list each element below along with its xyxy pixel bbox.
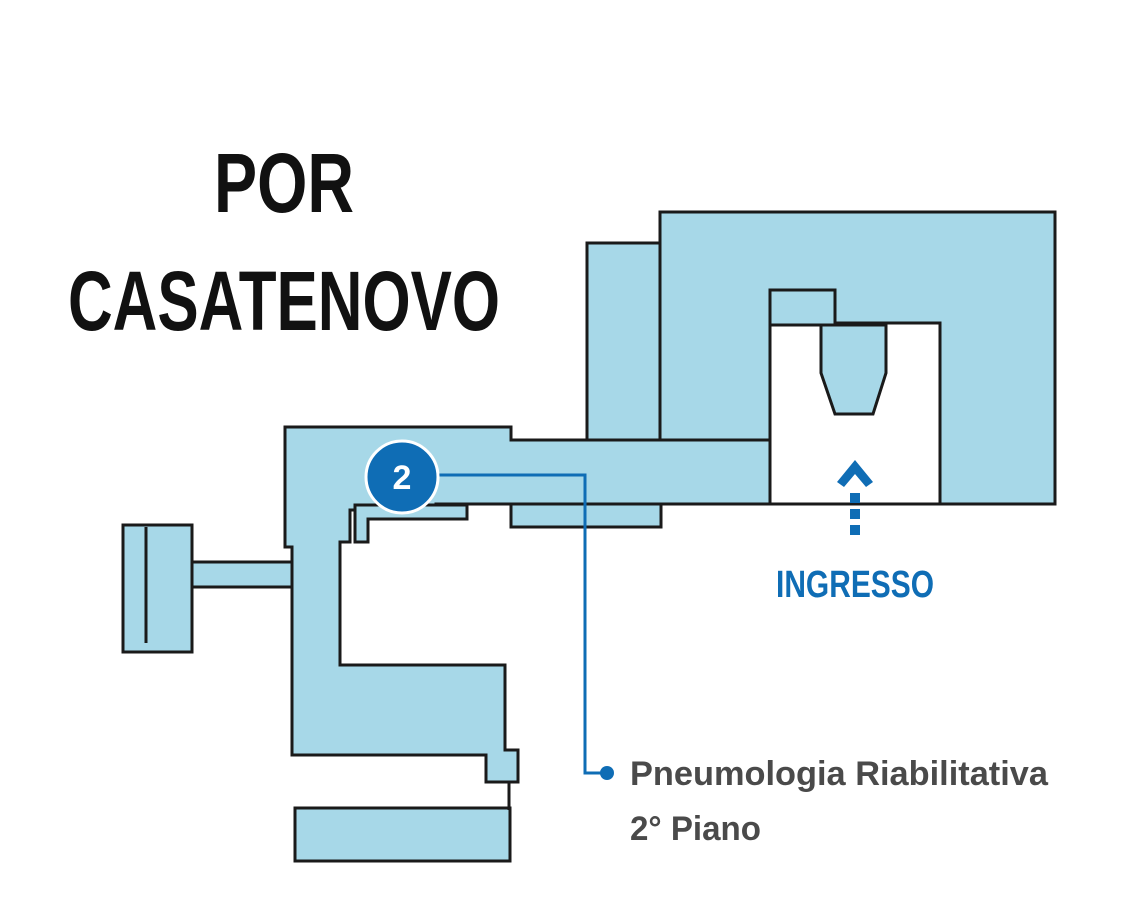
marker-number: 2 bbox=[393, 459, 412, 497]
callout-leader-line bbox=[430, 473, 607, 775]
building-block-west-wing bbox=[283, 425, 772, 784]
arrow-up-dashed-icon bbox=[837, 460, 873, 535]
entrance-label: INGRESSO bbox=[776, 564, 934, 606]
building-block-tower bbox=[585, 241, 662, 442]
building-block-bottom bbox=[293, 806, 512, 863]
building-block-annex bbox=[121, 523, 194, 654]
title-line-1: POR bbox=[214, 136, 354, 230]
building-ledge bbox=[353, 503, 469, 544]
location-marker-2[interactable]: 2 bbox=[364, 439, 440, 515]
callout-dot bbox=[600, 766, 614, 780]
building-connector-left bbox=[190, 560, 294, 589]
callout-floor: 2° Piano bbox=[630, 810, 761, 848]
marker-circle bbox=[364, 439, 440, 515]
building-block-courtyard-small bbox=[768, 288, 837, 327]
title-line-2: CASATENOVO bbox=[68, 254, 500, 348]
callout-department: Pneumologia Riabilitativa bbox=[630, 755, 1049, 793]
entrance-canopy bbox=[819, 323, 888, 416]
